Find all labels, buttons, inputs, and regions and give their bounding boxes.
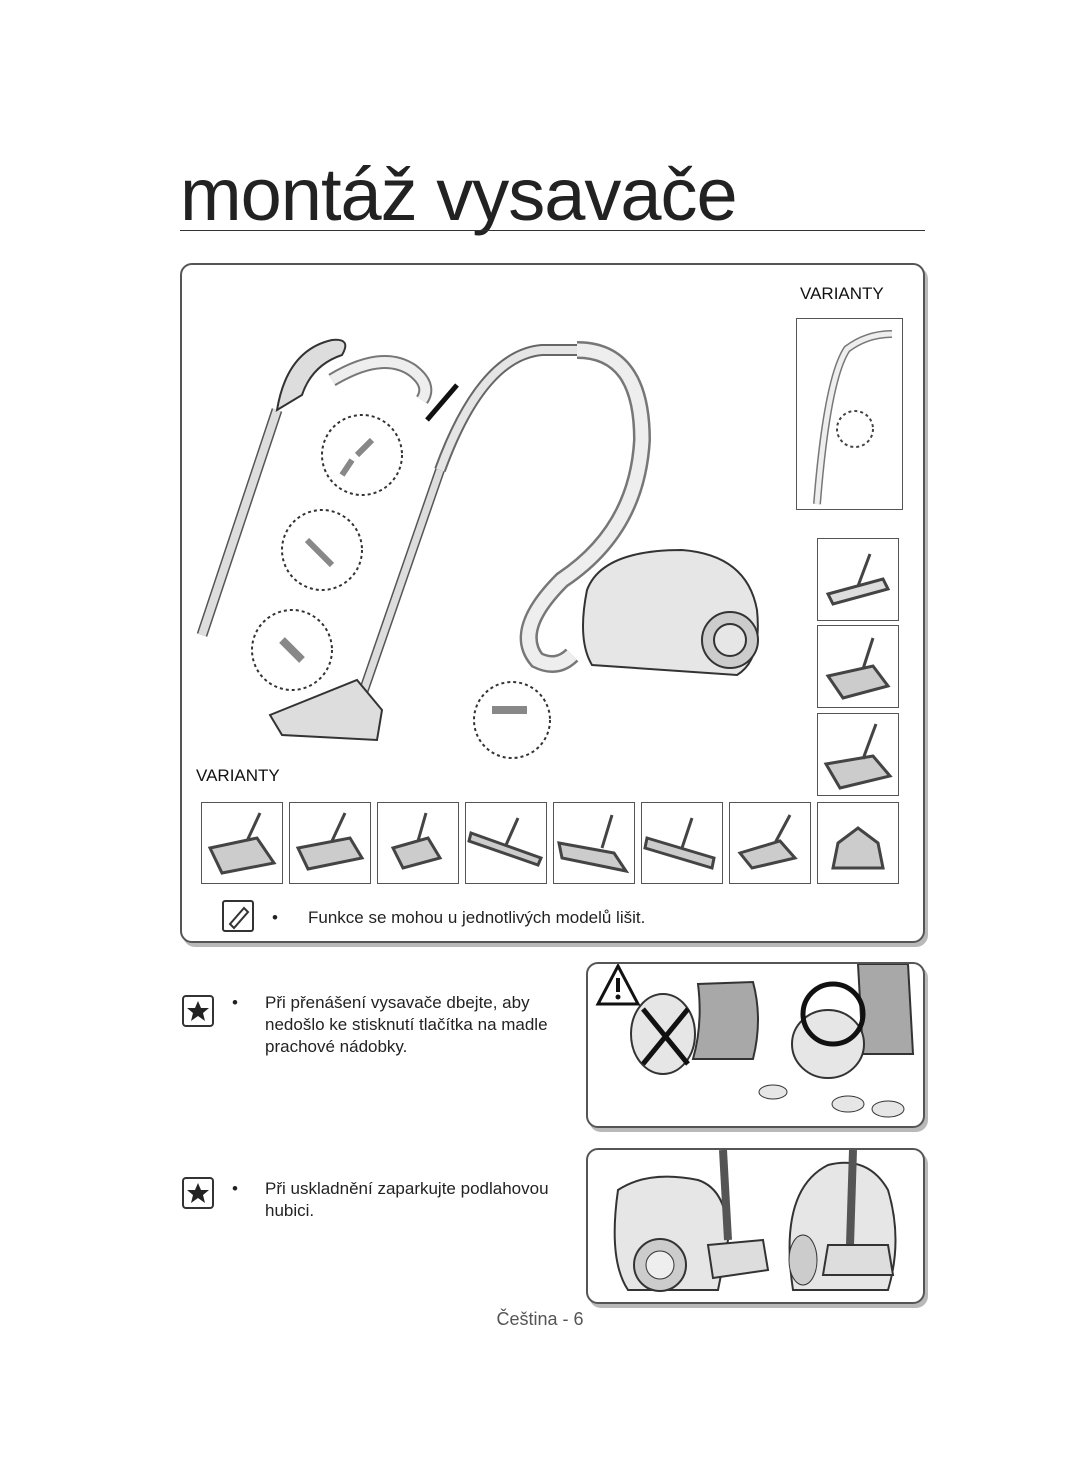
variant-nozzle-4: [465, 802, 547, 884]
parking-illustration-panel: [586, 1148, 925, 1304]
tip1-line-3: prachové nádobky.: [265, 1037, 408, 1056]
tip2-bullet: •: [232, 1179, 238, 1198]
page-title: montáž vysavače: [180, 153, 738, 236]
tip2-line-1: Při uskladnění zaparkujte podlahovou: [265, 1179, 549, 1198]
parking-illustration: [613, 1149, 897, 1292]
variant-nozzle-3: [377, 802, 459, 884]
tip1-bullet: •: [232, 993, 238, 1012]
star-icon: [182, 1177, 214, 1209]
star-icon: [182, 995, 214, 1027]
note-text: Funkce se mohou u jednotlivých modelů li…: [308, 908, 646, 927]
tip2-line-2: hubici.: [265, 1201, 315, 1220]
variant-thumb-2: [817, 625, 899, 708]
variant-nozzle-1: [201, 802, 283, 884]
carry-illustration-panel: [586, 962, 925, 1128]
note-pencil-icon: [222, 900, 254, 932]
note-bullet: •: [272, 908, 278, 927]
tip1-text: Při přenášení vysavače dbejte, aby nedoš…: [265, 992, 585, 1058]
variant-nozzle-8: [817, 802, 899, 884]
tip2-text: Při uskladnění zaparkujte podlahovou hub…: [265, 1178, 585, 1222]
carry-illustration: [595, 962, 915, 1118]
variant-thumb-telescopic-tube: [796, 318, 903, 510]
variant-thumb-3: [817, 713, 899, 796]
variant-nozzle-2: [289, 802, 371, 884]
tip1-line-1: Při přenášení vysavače dbejte, aby: [265, 993, 530, 1012]
variant-nozzle-7: [729, 802, 811, 884]
variant-nozzle-5: [553, 802, 635, 884]
vacuum-assembly-illustration: [196, 338, 759, 759]
title-divider: [180, 230, 925, 231]
tip1-line-2: nedošlo ke stisknutí tlačítka na madle: [265, 1015, 548, 1034]
page-footer: Čeština - 6: [496, 1309, 584, 1329]
variants-top-label: VARIANTY: [800, 284, 884, 303]
variants-bottom-label: VARIANTY: [196, 766, 280, 785]
variant-nozzle-6: [641, 802, 723, 884]
variant-thumb-1: [817, 538, 899, 621]
variants-row: [201, 802, 899, 884]
